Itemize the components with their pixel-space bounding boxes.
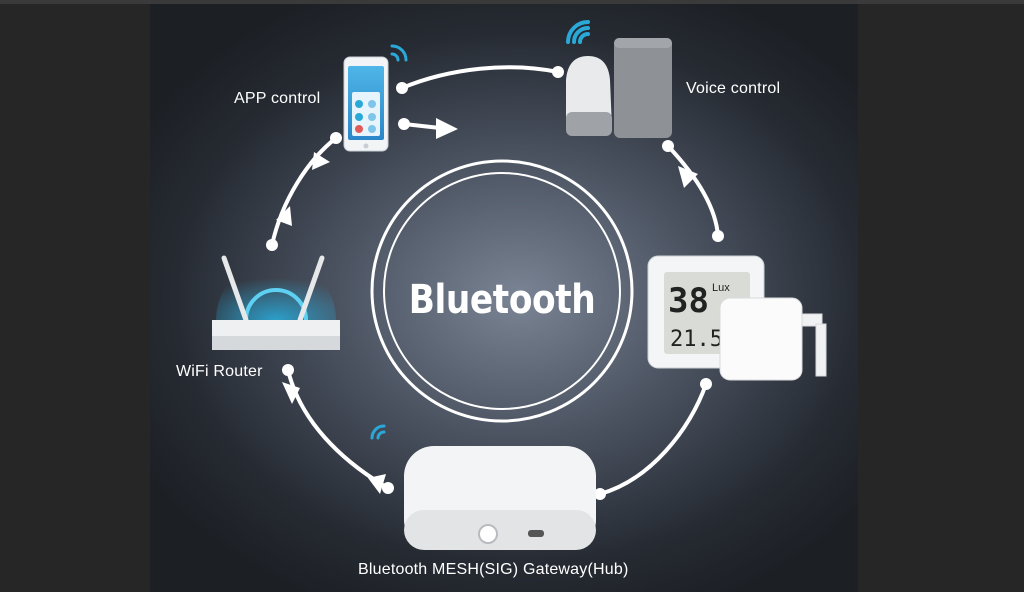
smartphone-icon: [343, 56, 389, 152]
arrow-right-icon: [436, 118, 458, 139]
node-dot: [330, 132, 342, 144]
node-dot: [552, 66, 564, 78]
arrow-down-icon: [368, 474, 386, 494]
node-dot: [282, 364, 294, 376]
connector-voice-sensor: [666, 144, 720, 238]
node-dot: [712, 230, 724, 242]
node-dot: [700, 378, 712, 390]
gateway-label: Bluetooth MESH(SIG) Gateway(Hub): [358, 561, 629, 578]
arrow-app-voice-shaft: [402, 122, 442, 130]
connector-gateway-router: [286, 368, 390, 490]
sensor-secondary: 21.5: [670, 327, 723, 352]
connector-router-app: [270, 136, 338, 247]
wifi-signal-icon: [370, 424, 386, 440]
node-dot: [398, 118, 410, 130]
arrow-down-icon: [312, 152, 330, 170]
node-dot: [662, 140, 674, 152]
node-dot: [594, 488, 606, 500]
sensor-unit: Lux: [712, 282, 730, 294]
connector-app-voice: [400, 65, 560, 90]
node-dot: [382, 482, 394, 494]
node-dot: [266, 239, 278, 251]
app-control-label: APP control: [234, 90, 321, 107]
wifi-router-label: WiFi Router: [176, 363, 263, 380]
bluetooth-title: Bluetooth: [408, 277, 596, 323]
voice-control-label: Voice control: [686, 80, 781, 97]
wifi-signal-icon: [390, 44, 408, 62]
gateway-hub-icon: [404, 446, 596, 550]
node-dot: [396, 82, 408, 94]
bluetooth-circle: [370, 159, 634, 423]
top-bar: [0, 0, 1024, 4]
arrow-up-icon: [276, 206, 292, 226]
sensor-reading: 38: [668, 281, 709, 321]
connector-sensor-gateway: [598, 382, 708, 496]
smart-speaker-icon: [566, 38, 672, 138]
arrow-down-icon: [282, 382, 300, 404]
arrow-down-icon: [678, 166, 698, 188]
wifi-router-icon: [212, 255, 340, 350]
wifi-signal-icon: [566, 20, 590, 44]
fingerbot-switch-icon: [719, 297, 827, 381]
